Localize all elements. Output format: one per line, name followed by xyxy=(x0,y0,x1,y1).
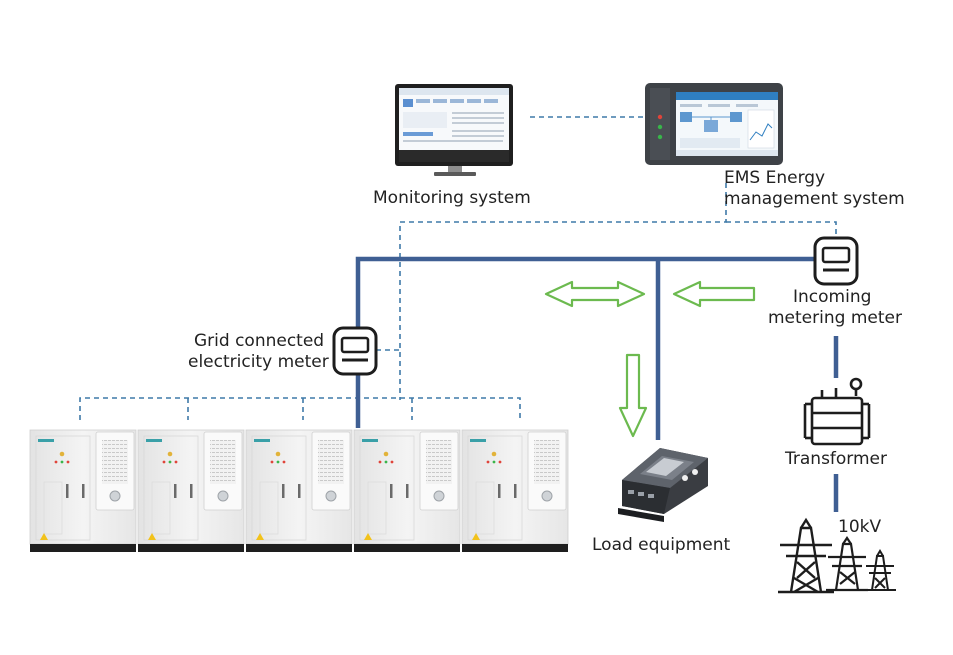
grid-meter-label-line2: electricity meter xyxy=(188,352,329,372)
storage-cabinet-icon xyxy=(137,429,245,552)
ems-panel-icon xyxy=(645,83,783,165)
ems-incoming-meter-link xyxy=(726,221,837,238)
transmission-tower-icon xyxy=(778,517,834,594)
control-lines xyxy=(79,116,837,420)
storage-cabinet-icon xyxy=(245,429,353,552)
storage-cabinet-icon xyxy=(461,429,569,552)
ems-label-line1: EMS Energy xyxy=(724,168,826,188)
monitoring-system-label: Monitoring system xyxy=(373,188,531,208)
transmission-tower-icon xyxy=(864,549,896,591)
incoming-arrow xyxy=(672,280,756,308)
down-arrow xyxy=(618,353,648,438)
storage-cabinet-icon xyxy=(353,429,461,552)
load-equipment-icon xyxy=(618,448,708,522)
cabinet-bus-link xyxy=(79,397,521,420)
bidirectional-arrow xyxy=(544,280,646,308)
storage-cabinet-icon xyxy=(29,429,137,552)
flow-arrows xyxy=(544,280,756,438)
meter-icon xyxy=(332,326,378,376)
incoming-meter-label-line1: Incoming xyxy=(793,287,872,307)
load-equipment-label: Load equipment xyxy=(592,535,731,555)
meter-icon xyxy=(813,236,859,286)
ems-down-link xyxy=(399,183,727,400)
ems-label-line2: management system xyxy=(724,189,905,209)
transformer-label: Transformer xyxy=(785,449,888,469)
incoming-meter-label-line2: metering meter xyxy=(768,308,902,328)
main-bus xyxy=(355,256,818,428)
monitor-icon xyxy=(395,84,513,176)
transmission-tower-icon xyxy=(826,536,868,592)
voltage-label: 10kV xyxy=(838,517,882,537)
storage-cabinets xyxy=(29,429,569,552)
transformer-icon xyxy=(803,377,871,446)
grid-meter-label-line1: Grid connected xyxy=(194,331,325,351)
